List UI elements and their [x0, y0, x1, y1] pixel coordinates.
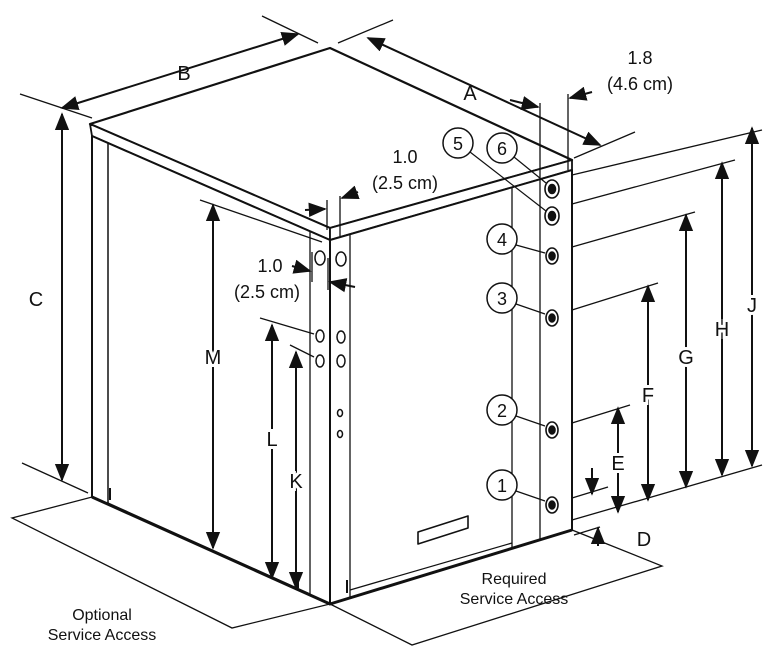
side-metric: (2.5 cm) [234, 282, 300, 302]
dim-arrow-a [366, 37, 602, 146]
fitting-2 [545, 421, 559, 439]
fitting-3 [545, 309, 559, 327]
cabinet-right-face [329, 169, 573, 605]
label-m: M [205, 347, 222, 369]
connection-callouts: 1 2 3 4 5 6 [442, 127, 547, 502]
label-l: L [266, 429, 277, 451]
dim-arrow-top-1-0-left [304, 202, 327, 218]
fitting-1 [545, 496, 559, 514]
label-j: J [747, 295, 757, 317]
dim-arrow-1-8-left [509, 96, 540, 111]
label-h: H [715, 319, 729, 341]
callout-1-label: 1 [497, 476, 507, 496]
nameplate [417, 515, 469, 545]
dim-arrow-side-1-0-left [291, 259, 312, 274]
top-right-metric: (4.6 cm) [607, 74, 673, 94]
dim-arrow-1-8-right [568, 86, 593, 101]
dim-arrow-side-1-0-right [328, 278, 356, 293]
cabinet [88, 46, 574, 606]
dim-arrow-top-1-0-right [340, 185, 360, 200]
callout-4-label: 4 [497, 230, 507, 250]
label-a: A [463, 83, 477, 105]
top-right-value: 1.8 [627, 48, 652, 68]
label-d: D [637, 529, 651, 551]
fitting-4 [545, 247, 559, 265]
label-f: F [642, 385, 654, 407]
dimension-letters: A B C D E F G H J K L M [29, 63, 760, 551]
label-e: E [611, 453, 624, 475]
callout-5: 5 [442, 127, 547, 212]
callout-2: 2 [486, 394, 546, 427]
measurement-text: 1.8 (4.6 cm) 1.0 (2.5 cm) 1.0 (2.5 cm) [234, 48, 673, 302]
callout-6-label: 6 [497, 139, 507, 159]
callout-3-label: 3 [497, 289, 507, 309]
top-value: 1.0 [392, 147, 417, 167]
callout-3: 3 [486, 282, 546, 315]
label-b: B [177, 63, 190, 85]
top-metric: (2.5 cm) [372, 173, 438, 193]
service-access-labels: Required Service Access Optional Service… [48, 571, 568, 644]
callout-5-label: 5 [453, 134, 463, 154]
side-knockouts [314, 250, 347, 439]
dim-arrow-b [60, 31, 300, 111]
callout-2-label: 2 [497, 401, 507, 421]
dimension-arrows [54, 31, 760, 590]
required-access-line1: Required [482, 571, 547, 588]
fitting-5 [544, 206, 560, 226]
label-k: K [289, 471, 303, 493]
callout-4: 4 [486, 223, 546, 255]
required-access-line2: Service Access [460, 591, 568, 608]
connection-fittings [544, 179, 560, 514]
optional-access-line2: Service Access [48, 627, 156, 644]
callout-6: 6 [486, 132, 547, 184]
side-value: 1.0 [257, 256, 282, 276]
callout-1: 1 [486, 469, 546, 502]
label-g: G [678, 347, 694, 369]
label-c: C [29, 289, 43, 311]
optional-access-line1: Optional [72, 607, 132, 624]
fitting-6 [544, 179, 560, 199]
